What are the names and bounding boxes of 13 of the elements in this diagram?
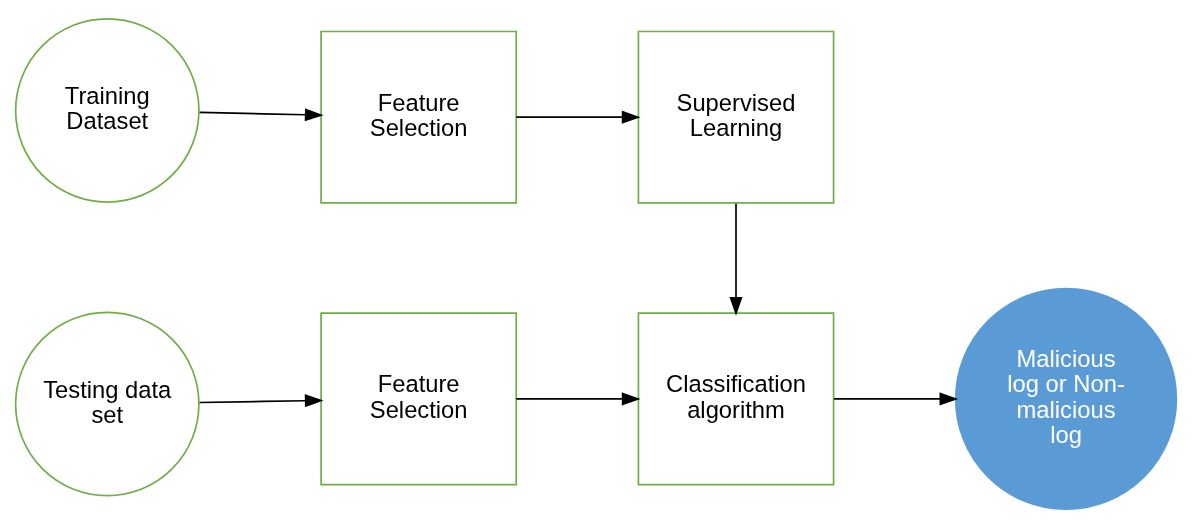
arrow — [198, 108, 324, 122]
node-circle: Testing data set — [14, 311, 200, 497]
arrow — [515, 392, 641, 406]
node-box: Classification algorithm — [637, 312, 835, 486]
node-circle: Training Dataset — [14, 17, 200, 203]
arrow — [515, 110, 641, 124]
arrow — [198, 394, 324, 408]
arrow — [729, 202, 743, 316]
node-box: Feature Selection — [320, 312, 518, 486]
arrow — [833, 392, 959, 406]
node-circle: Malicious log or Non-malicious log — [954, 287, 1178, 511]
node-box: Feature Selection — [320, 30, 518, 204]
node-box: Supervised Learning — [637, 30, 835, 204]
